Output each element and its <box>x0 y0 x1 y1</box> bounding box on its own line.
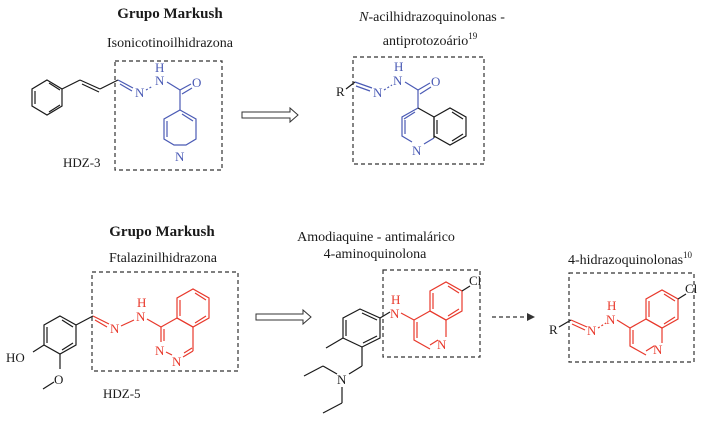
atom-n: N <box>606 312 616 327</box>
atom-n-quinoline: N <box>437 337 447 352</box>
atom-n: N <box>587 323 597 338</box>
panel-hdz3: Grupo Markush Isonicotinoilhidrazona N N… <box>31 6 234 171</box>
atom-ho: HO <box>6 350 25 365</box>
aminoquinoline-core: N H N Cl <box>390 273 482 352</box>
atom-o: O <box>54 372 63 387</box>
panel-hdz5: Grupo Markush Ftalazinilhidrazona HO O N… <box>6 224 239 401</box>
atom-n: N <box>135 85 145 100</box>
amodiaquine-title: Amodiaquine - antimalárico <box>297 230 455 245</box>
atom-cl: Cl <box>469 273 482 288</box>
atom-h: H <box>155 60 164 75</box>
atom-o: O <box>431 74 440 89</box>
markush-box-acylhydrazone <box>352 56 485 165</box>
subtitle-text: antiprotozoário <box>383 34 469 49</box>
phthalazinyl-subtitle: Ftalazinilhidrazona <box>109 251 218 266</box>
atom-n: N <box>172 354 182 369</box>
acylhydrazo-title: N-acilhidrazoquinolonas - <box>358 10 505 25</box>
atom-h: H <box>391 292 400 307</box>
atom-r: R <box>549 322 558 337</box>
atom-n-quinoline: N <box>653 342 663 357</box>
title-text: 4-hidrazoquinolonas <box>568 253 683 268</box>
atom-n: N <box>373 85 383 100</box>
atom-n-diethyl: N <box>337 372 347 387</box>
atom-n: N <box>110 321 120 336</box>
aminoquinolone-subtitle: 4-aminoquinolona <box>324 247 427 262</box>
panel-hydrazoquinolones: 4-hidrazoquinolonas10 R N N H N Cl <box>549 250 698 363</box>
atom-r: R <box>336 84 345 99</box>
compound-label-hdz5: HDZ-5 <box>103 386 141 401</box>
markush-box-aminoquinoline <box>382 269 481 358</box>
atom-n: N <box>155 343 165 358</box>
open-arrow-bottom <box>255 308 312 326</box>
atom-n: N <box>155 73 165 88</box>
isonicotinoil-subtitle: Isonicotinoilhidrazona <box>107 36 234 51</box>
atom-n: N <box>393 73 403 88</box>
markush-box-phthalazinyl <box>91 271 239 372</box>
methoxyphenol-ring: HO O <box>6 315 94 390</box>
open-arrow-top <box>241 106 299 124</box>
atom-n-quinoline: N <box>412 143 422 158</box>
aryl-ring: N <box>303 308 391 414</box>
title-italic-n: N <box>358 10 369 25</box>
panel-acylhydrazoquinolones: N-acilhidrazoquinolonas - antiprotozoári… <box>336 10 505 165</box>
vinyl-chain <box>61 79 119 93</box>
atom-n: N <box>136 309 146 324</box>
antiprotozoal-subtitle: antiprotozoário19 <box>383 31 478 49</box>
reference-19: 19 <box>468 31 478 41</box>
atom-h: H <box>607 298 616 313</box>
markush-box-hydrazoquinoline <box>568 272 695 363</box>
markush-title-top: Grupo Markush <box>117 6 223 22</box>
atom-h: H <box>394 59 403 74</box>
benzene-ring <box>31 79 63 116</box>
isonicotinoyl-hydrazone: N N H O N <box>117 60 201 164</box>
phthalazinyl-hydrazone: N N H N N <box>92 288 210 369</box>
dashed-arrow <box>492 313 535 321</box>
markush-box-isonicotinoyl <box>114 60 223 171</box>
title-rest: -acilhidrazoquinolonas - <box>368 10 505 25</box>
compound-label-hdz3: HDZ-3 <box>63 155 101 170</box>
reference-10: 10 <box>683 250 693 260</box>
atom-n-amine: N <box>390 306 400 321</box>
markush-title-bottom: Grupo Markush <box>109 224 215 240</box>
panel-amodiaquine: Amodiaquine - antimalárico 4-aminoquinol… <box>297 230 482 414</box>
atom-cl: Cl <box>685 281 698 296</box>
atom-o: O <box>192 75 201 90</box>
hydrazoquinolones-title: 4-hidrazoquinolonas10 <box>568 250 693 268</box>
atom-h: H <box>137 295 146 310</box>
atom-n-pyridine: N <box>175 149 185 164</box>
